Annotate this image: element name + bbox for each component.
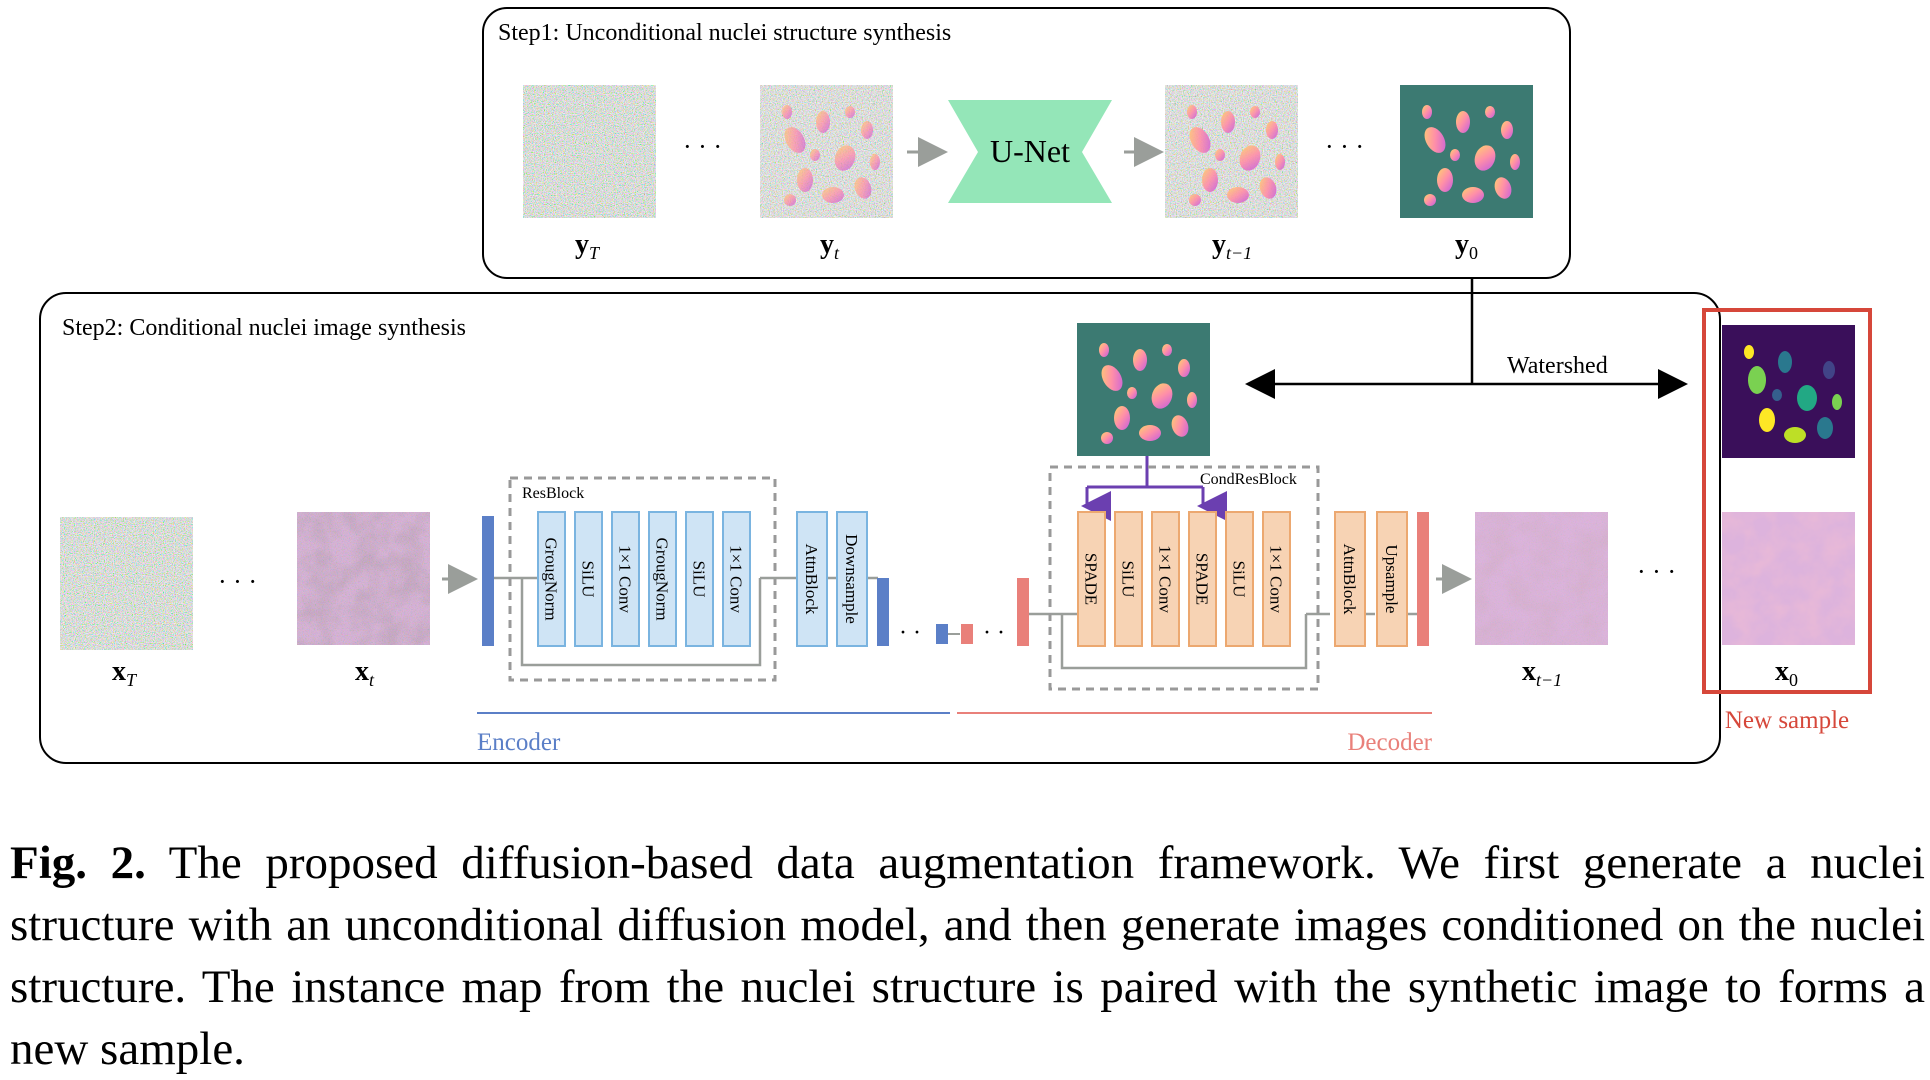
unet-label: U-Net xyxy=(990,133,1070,169)
label-y-t: yt xyxy=(820,229,840,263)
decoder-block-1: SiLU xyxy=(1114,511,1143,647)
framework-diagram: Step1: Unconditional nuclei structure sy… xyxy=(39,7,1872,764)
step2-ellipsis-1: · · · xyxy=(218,567,257,596)
decoder-label: Decoder xyxy=(1347,729,1432,756)
encoder-block-2: 1×1 Conv xyxy=(611,511,640,647)
encoder-block-1-label: SiLU xyxy=(579,561,598,598)
decoder-block-5-label: 1×1 Conv xyxy=(1267,545,1286,613)
condresblock-frame xyxy=(1048,465,1320,691)
decoder-block-0-label: SPADE xyxy=(1082,553,1101,605)
bottleneck-dots-2: · · xyxy=(983,620,1005,646)
figure-caption: Fig. 2. The proposed diffusion-based dat… xyxy=(10,832,1925,1080)
y-t-noise-image xyxy=(523,85,656,218)
y-t-minus-1-image xyxy=(1165,85,1298,218)
caption-text: The proposed diffusion-based data augmen… xyxy=(10,837,1925,1075)
unet-block: U-Net xyxy=(948,100,1112,203)
step1-ellipsis-1: · · · xyxy=(683,132,722,161)
y-t-image xyxy=(760,85,893,218)
x-t-image xyxy=(297,512,430,645)
resblock-label: ResBlock xyxy=(522,485,584,502)
step1-title: Step1: Unconditional nuclei structure sy… xyxy=(498,20,951,46)
new-sample-tissue-image xyxy=(1722,512,1855,645)
encoder-output-bar xyxy=(877,578,889,646)
encoder-block-3-label: GrougNorm xyxy=(653,537,672,620)
encoder-extra-0-label: AttnBlock xyxy=(802,544,821,615)
step1-panel: Step1: Unconditional nuclei structure sy… xyxy=(482,7,1571,279)
decoder-extra-1: Upsample xyxy=(1376,511,1408,647)
decoder: CondResBlock SPADE SiLU 1×1 Conv SPADE SiLU 1… xyxy=(1017,465,1429,691)
step1-ellipsis-2: · · · xyxy=(1325,132,1364,161)
label-y-t-minus-1: yt−1 xyxy=(1212,229,1252,263)
encoder-block-2-label: 1×1 Conv xyxy=(616,545,635,613)
decoder-block-0: SPADE xyxy=(1077,511,1106,647)
encoder: ResBlock GrougNorm SiLU 1×1 Conv GrougNorm S… xyxy=(482,476,889,682)
encoder-block-5: 1×1 Conv xyxy=(722,511,751,647)
bottleneck-enc-square xyxy=(936,624,948,644)
label-y-T: yT xyxy=(575,229,601,263)
encoder-block-0: GrougNorm xyxy=(537,511,566,647)
decoder-block-3-label: SPADE xyxy=(1193,553,1212,605)
condition-structure-image xyxy=(1077,323,1210,456)
decoder-block-3: SPADE xyxy=(1188,511,1217,647)
label-x-t-minus-1: xt−1 xyxy=(1522,656,1562,690)
encoder-extra-0: AttnBlock xyxy=(796,511,828,647)
encoder-label: Encoder xyxy=(477,729,561,756)
instance-map-nuclei xyxy=(1744,345,1842,443)
encoder-extra-1: Downsample xyxy=(836,511,868,647)
step2-title: Step2: Conditional nuclei image synthesi… xyxy=(62,315,466,341)
encoder-block-0-label: GrougNorm xyxy=(542,537,561,620)
x-T-noise-image xyxy=(60,517,193,650)
label-y-0: y0 xyxy=(1455,229,1478,263)
encoder-block-3: GrougNorm xyxy=(648,511,677,647)
bottleneck-dots-1: · · xyxy=(899,620,921,646)
label-x-T: xT xyxy=(112,656,138,690)
caption-label: Fig. 2. xyxy=(10,837,146,889)
decoder-block-5: 1×1 Conv xyxy=(1262,511,1291,647)
encoder-block-5-label: 1×1 Conv xyxy=(727,545,746,613)
bottleneck: · · · · xyxy=(899,620,1005,646)
y-0-image xyxy=(1400,85,1533,218)
step2-ellipsis-2: · · · xyxy=(1637,557,1676,586)
decoder-block-2-label: 1×1 Conv xyxy=(1156,545,1175,613)
decoder-extra-0: AttnBlock xyxy=(1334,511,1366,647)
encoder-block-4: SiLU xyxy=(685,511,714,647)
new-sample-label: New sample xyxy=(1725,707,1849,734)
step2-panel: Step2: Conditional nuclei image synthesi… xyxy=(39,278,1872,764)
decoder-block-4-label: SiLU xyxy=(1230,561,1249,598)
x-t-minus-1-image xyxy=(1475,512,1608,645)
decoder-input-bar xyxy=(1017,578,1029,646)
decoder-extra-0-label: AttnBlock xyxy=(1340,544,1359,615)
encoder-block-4-label: SiLU xyxy=(690,561,709,598)
decoder-block-2: 1×1 Conv xyxy=(1151,511,1180,647)
encoder-input-bar xyxy=(482,516,494,646)
label-x-t: xt xyxy=(355,656,375,690)
new-sample-box: New sample xyxy=(1702,308,1872,734)
decoder-output-bar xyxy=(1417,512,1429,646)
decoder-extra-1-label: Upsample xyxy=(1382,545,1401,614)
encoder-extra-1-label: Downsample xyxy=(842,534,861,624)
watershed-label: Watershed xyxy=(1507,353,1608,379)
encoder-block-1: SiLU xyxy=(574,511,603,647)
bottleneck-dec-square xyxy=(961,624,973,644)
decoder-block-4: SiLU xyxy=(1225,511,1254,647)
condresblock-label: CondResBlock xyxy=(1200,471,1297,488)
label-x-0: x0 xyxy=(1775,656,1798,690)
decoder-block-1-label: SiLU xyxy=(1119,561,1138,598)
